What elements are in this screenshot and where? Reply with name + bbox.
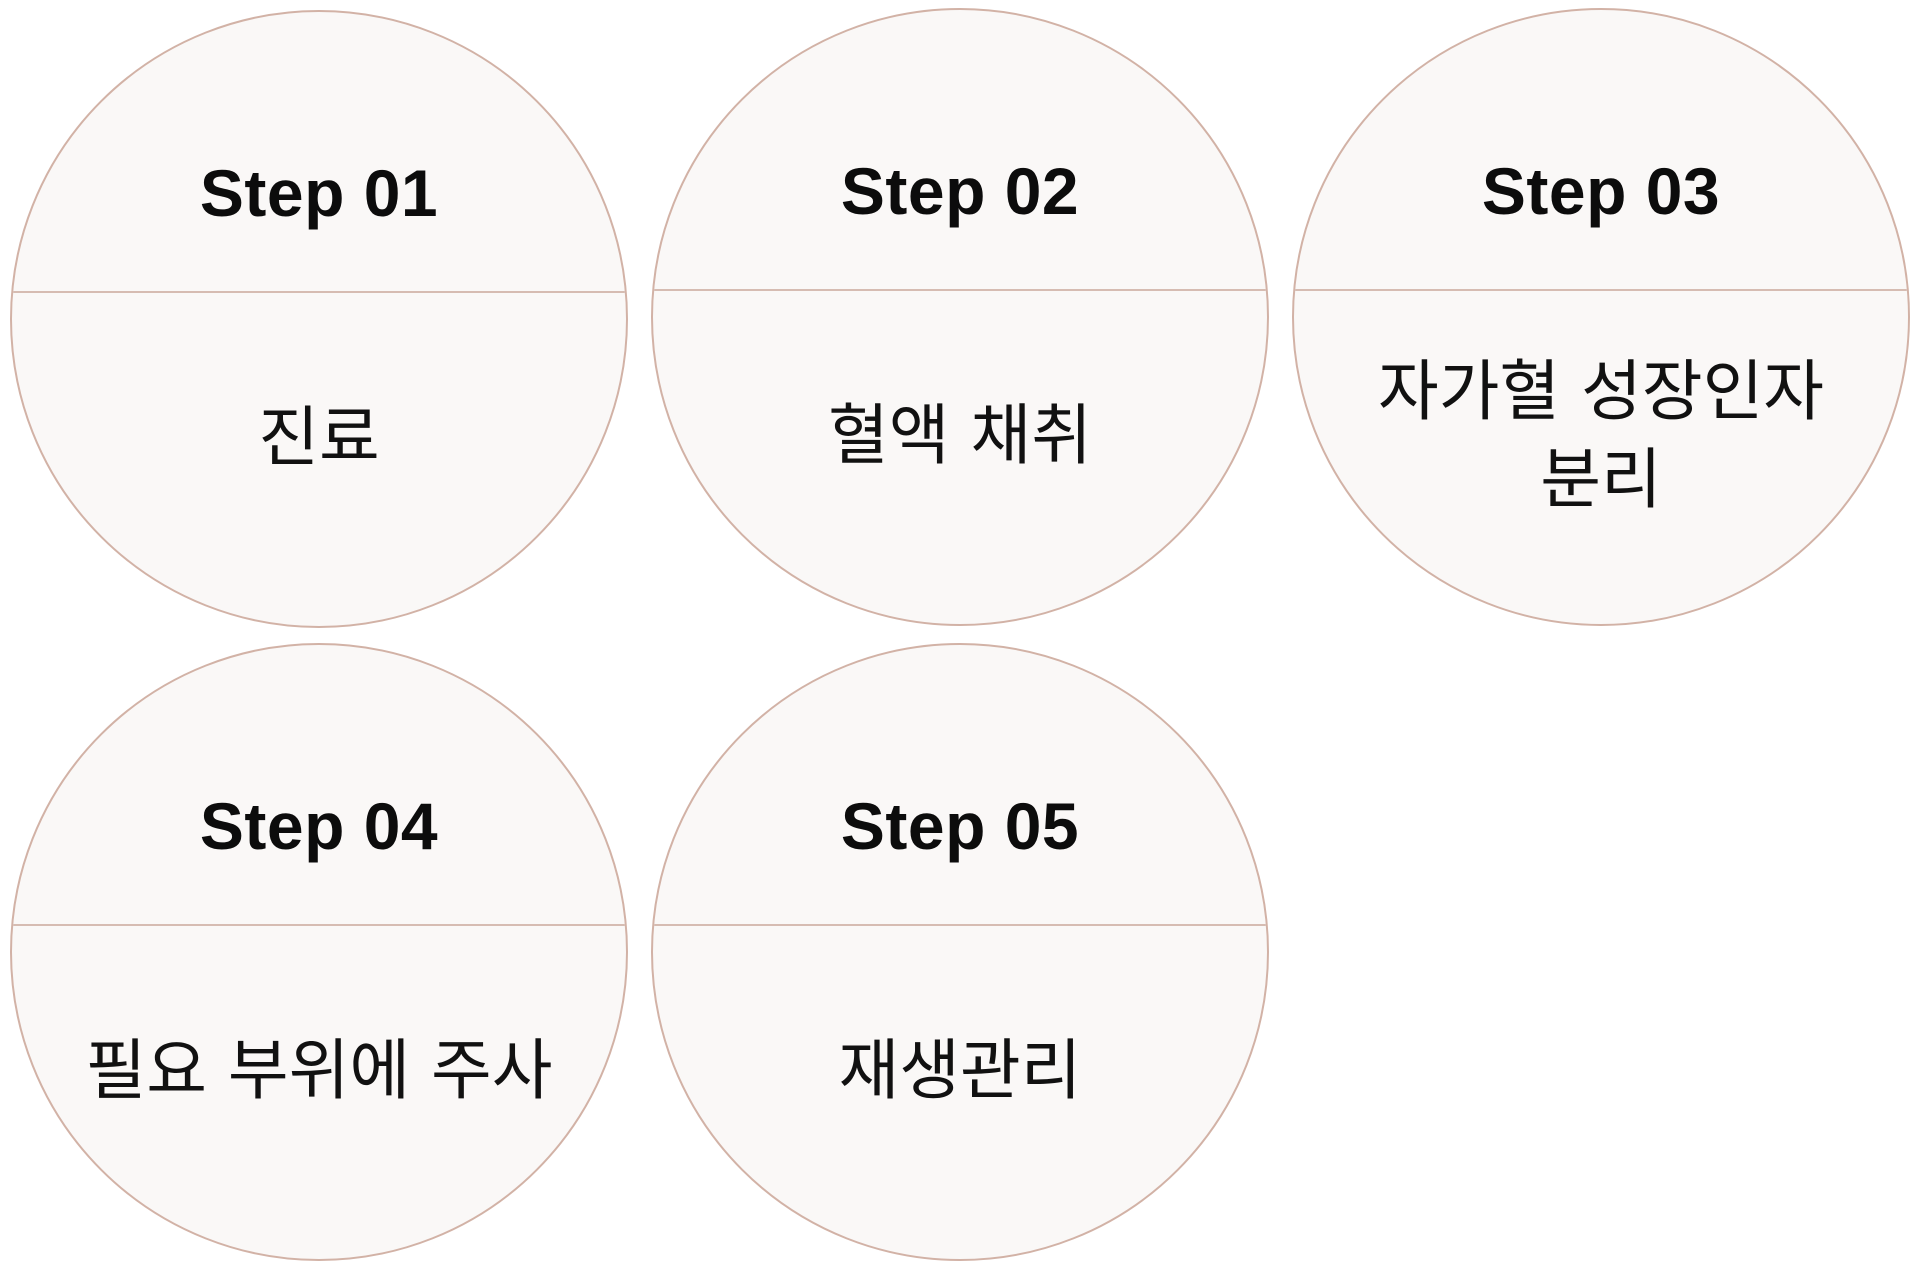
step-05-divider <box>653 924 1267 926</box>
step-04-divider <box>12 924 626 926</box>
step-05-title: Step 05 <box>840 789 1080 863</box>
step-01-title: Step 01 <box>199 156 439 230</box>
step-03-title: Step 03 <box>1481 154 1721 228</box>
step-04-title: Step 04 <box>199 789 439 863</box>
step-02-circle: Step 02 혈액 채취 <box>651 8 1269 626</box>
step-01-circle: Step 01 진료 <box>10 10 628 628</box>
step-02-divider <box>653 289 1267 291</box>
step-05-description: 재생관리 <box>838 1032 1082 1109</box>
step-03-divider <box>1294 289 1908 291</box>
step-02-title: Step 02 <box>840 154 1080 228</box>
step-03-description: 자가혈 성장인자 분리 <box>1377 353 1825 518</box>
step-03-circle: Step 03 자가혈 성장인자 분리 <box>1292 8 1910 626</box>
step-01-divider <box>12 291 626 293</box>
step-01-description: 진료 <box>258 399 380 476</box>
step-02-description: 혈액 채취 <box>828 397 1092 474</box>
step-04-circle: Step 04 필요 부위에 주사 <box>10 643 628 1261</box>
step-04-description: 필요 부위에 주사 <box>85 1032 553 1109</box>
step-05-circle: Step 05 재생관리 <box>651 643 1269 1261</box>
